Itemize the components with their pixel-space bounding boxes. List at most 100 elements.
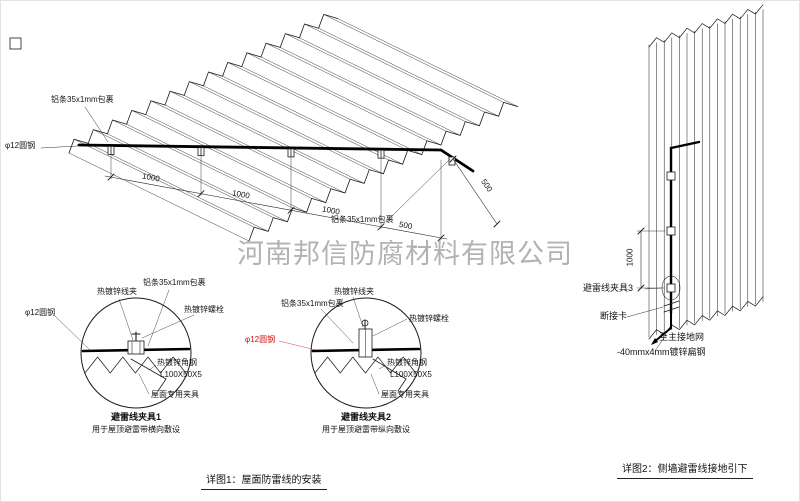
cad-line xyxy=(397,378,407,392)
cad-line xyxy=(663,300,680,307)
cad-line xyxy=(377,223,385,231)
cad-line xyxy=(654,334,667,352)
cad-line xyxy=(40,145,79,149)
cad-line xyxy=(452,158,498,225)
wall-label-clamp3: 避雷线夹具3 xyxy=(583,283,634,293)
cad-line xyxy=(203,85,384,175)
cad-rect xyxy=(666,283,676,293)
cad-line xyxy=(637,284,645,292)
cad-rect xyxy=(9,37,22,50)
cad-line xyxy=(370,373,380,395)
cad-circle xyxy=(310,297,422,409)
d2-label-angle-steel: 热镀锌角钢 xyxy=(387,358,427,367)
cad-line xyxy=(222,75,403,165)
cad-line xyxy=(449,155,457,163)
cad-line xyxy=(644,287,662,290)
cad-line xyxy=(183,95,365,184)
d2-label-roof-clamp: 屋面专用夹具 xyxy=(381,390,429,399)
d1-title: 避雷线夹具1 xyxy=(110,412,161,422)
cad-line xyxy=(141,314,195,339)
d2-label-angle-spec: L100X50X5 xyxy=(390,370,432,379)
cad-line xyxy=(93,129,274,218)
cad-line xyxy=(126,123,307,213)
d1-subtitle: 用于屋顶避雷带横向敷设 xyxy=(92,425,180,434)
d1-label-roof-clamp: 屋面专用夹具 xyxy=(151,390,199,399)
cad-line xyxy=(150,100,332,190)
cad-line xyxy=(304,23,485,113)
cad-line xyxy=(68,152,250,242)
wall-label-flat-steel: -40mmx4mm镀锌扁钢 xyxy=(617,347,706,357)
cad-line xyxy=(189,81,370,170)
cad-line xyxy=(637,227,645,235)
cad-line xyxy=(169,90,351,180)
cad-line xyxy=(107,173,115,181)
d1-label-angle-steel: 热镀锌角钢 xyxy=(157,358,197,367)
cad-polyline xyxy=(68,13,339,154)
cad-line xyxy=(54,315,90,350)
cad-polyline xyxy=(314,356,417,374)
d2-subtitle: 用于屋顶避雷带纵向敷设 xyxy=(322,425,410,434)
cad-line xyxy=(107,133,288,223)
label-alu-strip-right: 铝条35x1mm包裹 xyxy=(331,215,394,224)
d2-title: 避雷线夹具2 xyxy=(340,412,391,422)
cad-line xyxy=(320,308,354,344)
cad-line xyxy=(84,106,109,143)
cad-rect xyxy=(666,171,676,181)
cad-line xyxy=(626,306,664,318)
cad-line xyxy=(299,37,480,127)
cad-line xyxy=(265,42,447,132)
cad-line xyxy=(164,104,346,194)
wall-label-to-ground-grid: 至主接地网 xyxy=(659,332,705,342)
cad-line xyxy=(287,206,295,214)
cad-rect xyxy=(127,340,145,355)
cad-line xyxy=(278,340,317,351)
cad-line xyxy=(227,62,408,151)
cad-line xyxy=(147,289,170,347)
d2-label-wire-clamp: 热镀锌线夹 xyxy=(334,287,374,296)
cad-line xyxy=(663,306,680,313)
cad-line xyxy=(130,358,167,380)
cad-line xyxy=(390,158,451,218)
cad-polyline xyxy=(648,4,764,48)
d2-label-round-steel: φ12圆钢 xyxy=(245,335,276,344)
cad-line xyxy=(157,378,167,392)
cad-line xyxy=(118,298,134,341)
cad-line xyxy=(337,18,519,107)
cad-line xyxy=(352,296,364,328)
cad-line xyxy=(208,71,389,161)
cad-circle xyxy=(80,297,192,409)
cad-line xyxy=(493,220,501,228)
cad-polygon xyxy=(651,338,658,345)
cad-line xyxy=(104,175,448,240)
cad-polyline xyxy=(84,356,187,374)
cad-polyline xyxy=(653,312,672,343)
cad-line xyxy=(73,138,255,228)
cad-line xyxy=(260,56,442,146)
cad-line xyxy=(138,373,150,395)
cad-line xyxy=(197,190,205,198)
d2-label-bolt: 热镀锌螺栓 xyxy=(409,314,449,323)
d1-label-angle-spec: L100X50X5 xyxy=(160,370,202,379)
wall-dim-1000: 1000 xyxy=(625,248,635,267)
d1-label-wire-clamp: 热镀锌线夹 xyxy=(97,287,137,296)
cad-line xyxy=(246,52,428,142)
d1-label-alu-strip: 铝条35x1mm包裹 xyxy=(143,278,206,287)
label-round-steel-main: φ12圆钢 xyxy=(5,141,36,150)
cad-polyline xyxy=(669,140,701,150)
wall-label-disconnect-card: 断接卡 xyxy=(600,311,628,321)
caption-detail1: 详图1：屋面防雷线的安装 xyxy=(201,471,327,490)
cad-polyline xyxy=(77,143,475,173)
d1-label-bolt: 热镀锌螺栓 xyxy=(184,305,224,314)
cad-line xyxy=(372,318,408,337)
cad-line xyxy=(279,47,461,136)
cad-line xyxy=(378,364,387,370)
cad-line xyxy=(148,364,157,371)
cad-line xyxy=(87,143,269,232)
caption-detail2: 详图2：侧墙避雷线接地引下 xyxy=(617,460,753,479)
cad-line xyxy=(323,14,504,103)
cad-rect xyxy=(666,226,676,236)
cad-line xyxy=(241,66,423,155)
d2-label-alu-strip: 铝条35x1mm包裹 xyxy=(281,299,344,308)
